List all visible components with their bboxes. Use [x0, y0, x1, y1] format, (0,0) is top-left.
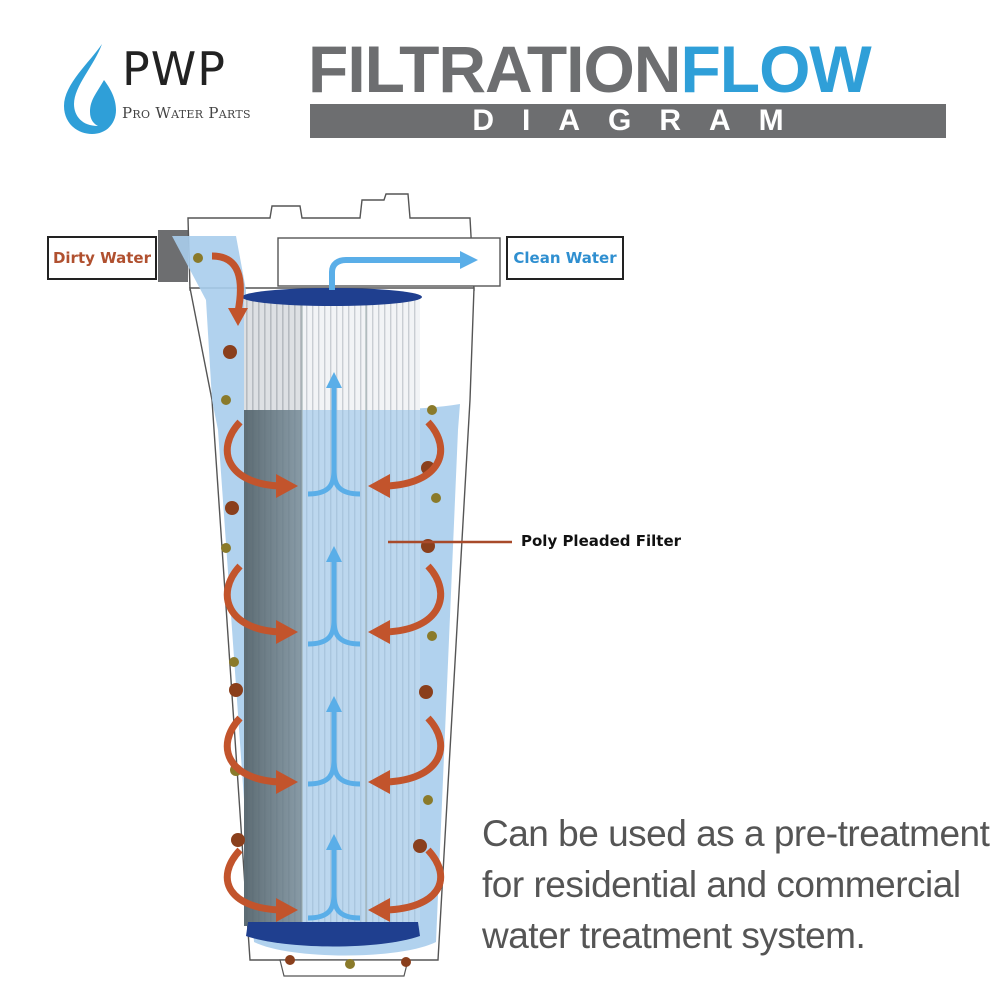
- caption-text: Can be used as a pre-treatment for resid…: [482, 808, 990, 961]
- filter-bottom-cap: [246, 922, 420, 947]
- filter-top-cap: [242, 288, 422, 306]
- diagram-title: FILTRATIONFLOW DIAGRAM: [308, 36, 948, 140]
- subtitle-bar: DIAGRAM: [310, 104, 946, 138]
- clean-flow-arrows: [307, 384, 361, 921]
- logo: PWP Pro Water Parts: [60, 40, 280, 140]
- dirty-flow-arrows-right: [385, 419, 445, 914]
- caption-line: water treatment system.: [482, 915, 866, 956]
- logo-brand: PWP: [122, 42, 226, 96]
- filter-callout-label: Poly Pleaded Filter: [521, 532, 682, 550]
- water-drop-icon: [64, 44, 116, 134]
- sediment-particles: [193, 253, 441, 969]
- dirty-flow-arrows-left: [223, 419, 281, 914]
- title-text: FILTRATIONFLOW: [308, 36, 948, 102]
- logo-tagline: Pro Water Parts: [122, 104, 251, 122]
- dirty-inlet-arrow: [211, 252, 244, 313]
- caption-line: for residential and commercial: [482, 864, 961, 905]
- clean-water-label: Clean Water: [506, 236, 624, 280]
- caption-line: Can be used as a pre-treatment: [482, 813, 990, 854]
- clean-outlet-arrow: [329, 257, 462, 290]
- title-part-flow: FLOW: [680, 32, 871, 106]
- title-part-filtration: FILTRATION: [308, 32, 681, 106]
- filter-dark-side: [244, 410, 302, 926]
- dirty-water-label: Dirty Water: [47, 236, 157, 280]
